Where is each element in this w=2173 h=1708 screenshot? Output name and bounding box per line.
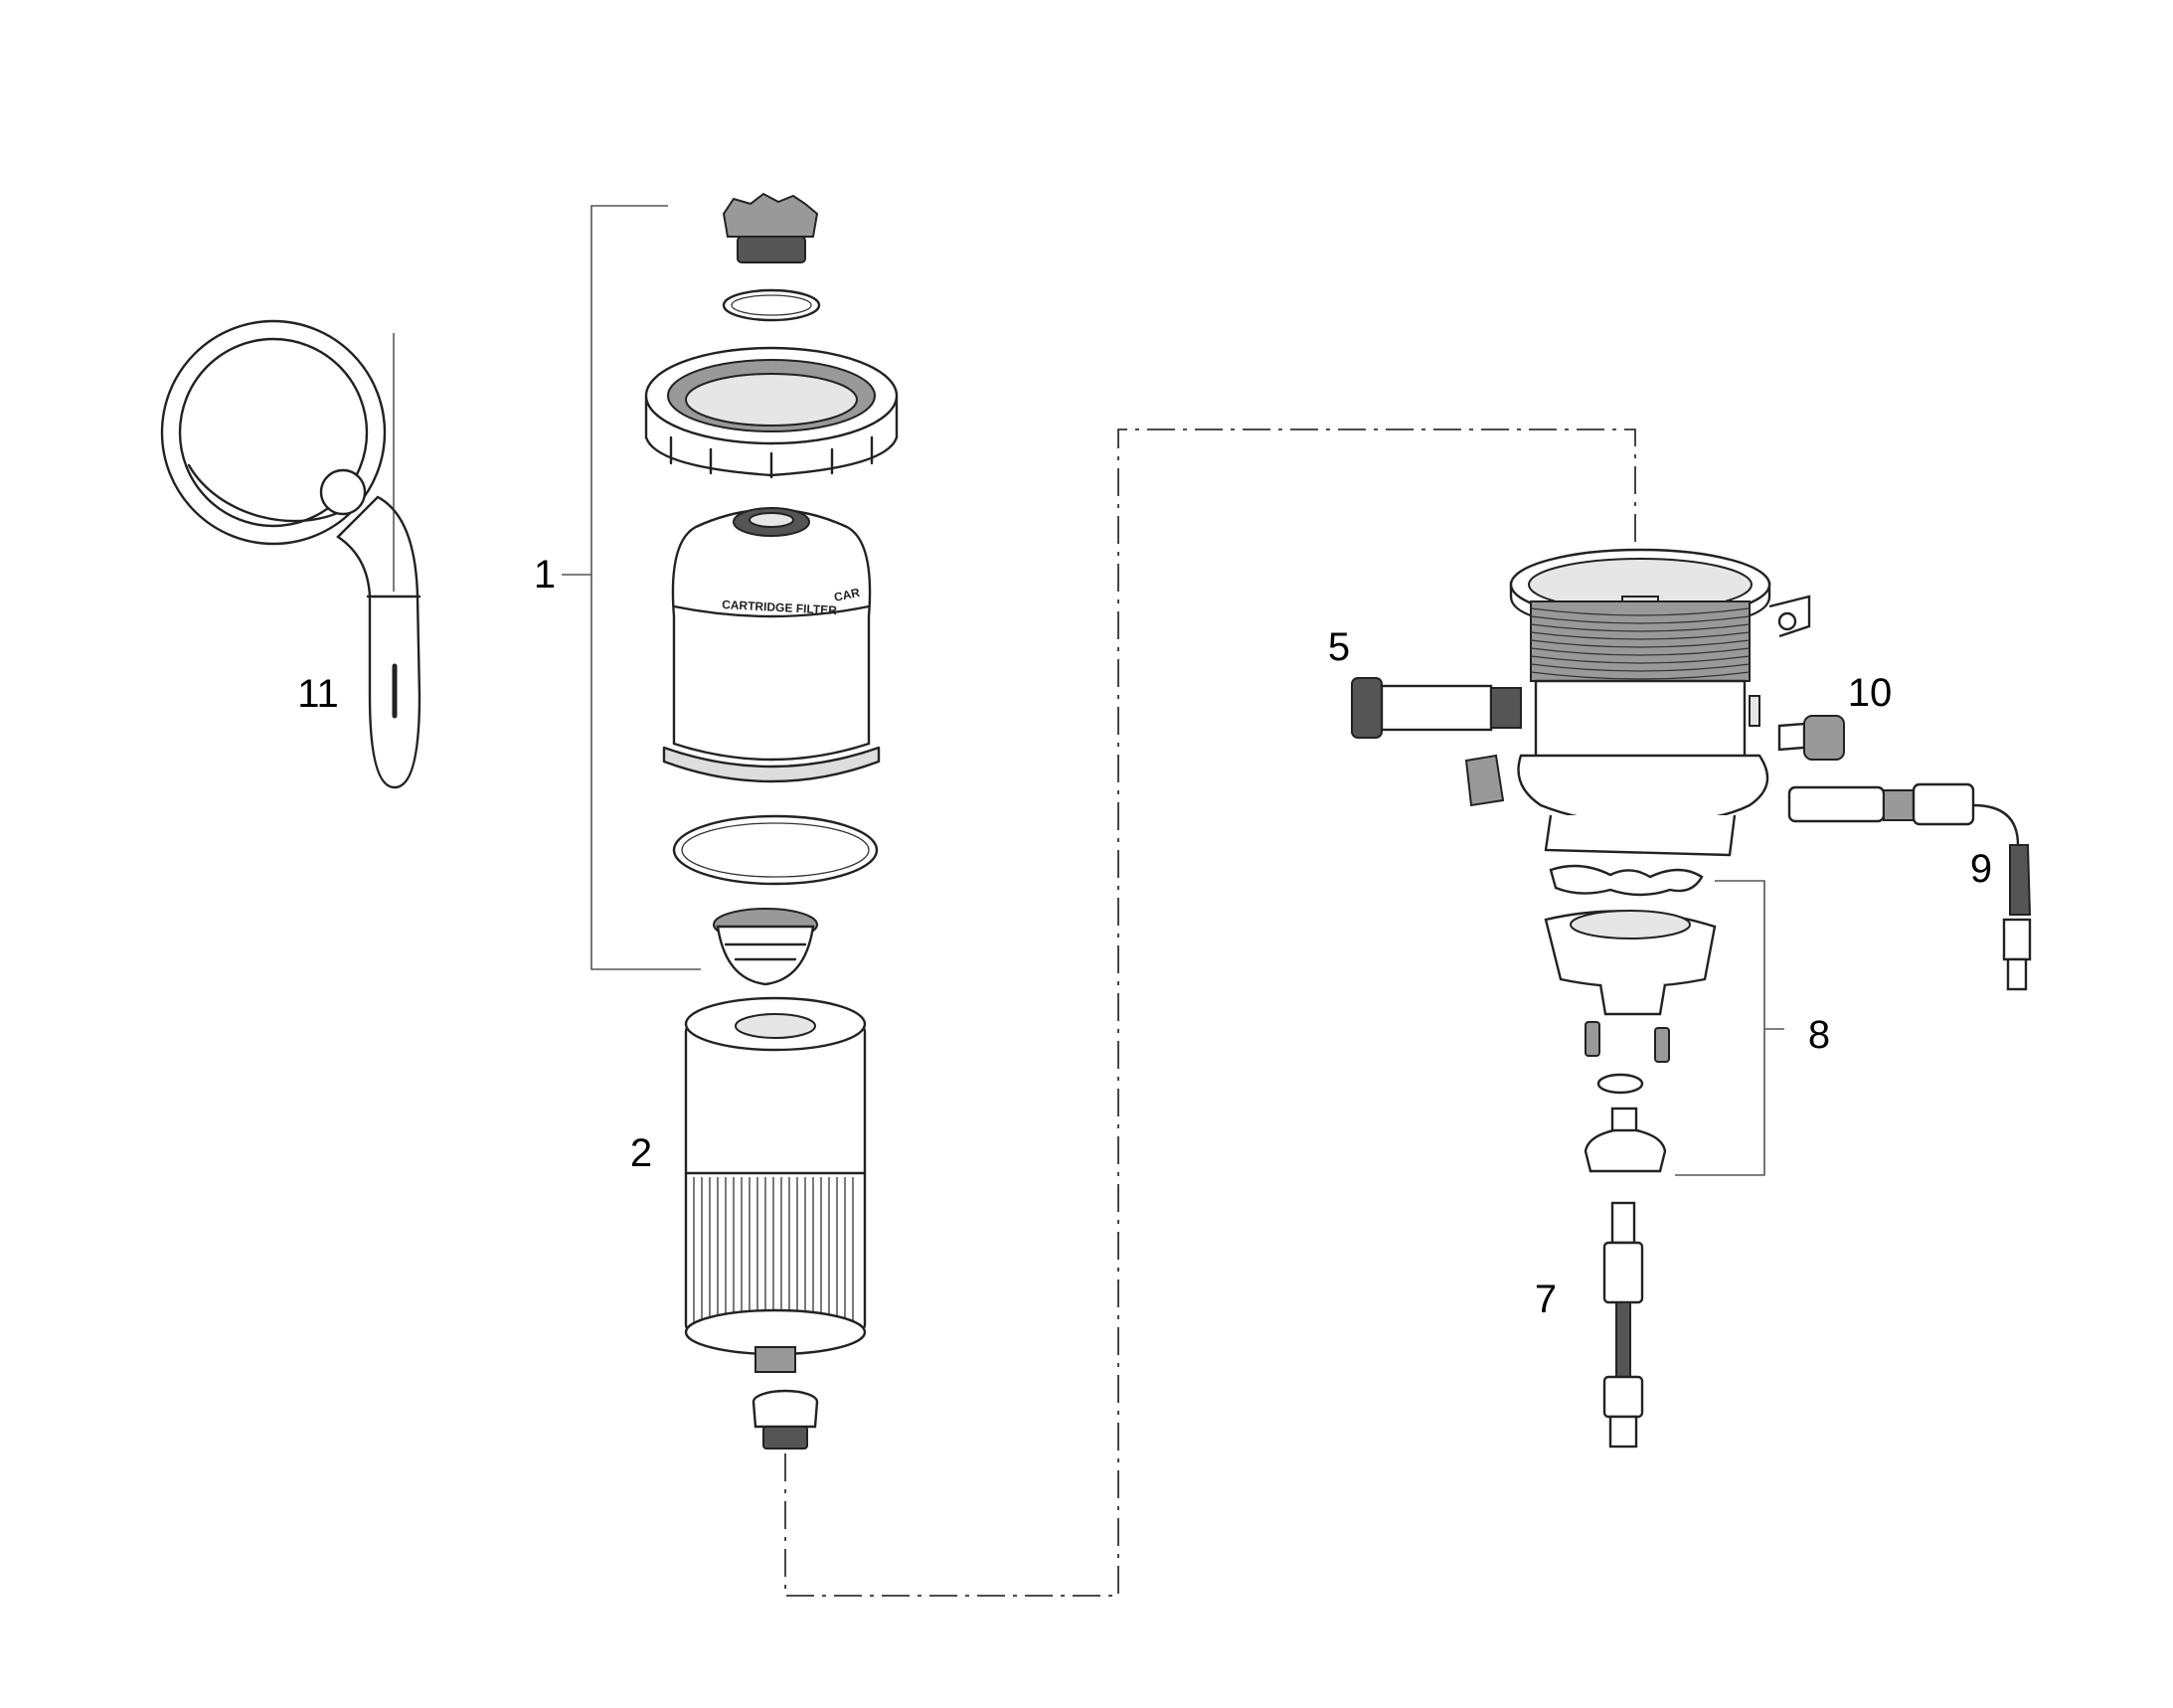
callout-2: 2 [629,1131,653,1175]
cartridge-label: CARTRIDGE FILTER [722,598,838,617]
water-sensor-part-7 [1602,1201,1644,1449]
vent-cap [722,192,819,263]
heater-part-9 [1787,782,2032,991]
collar-nut [644,346,899,479]
filter-head [1509,548,1811,857]
callout-1: 1 [533,553,557,597]
callout-5: 5 [1327,625,1351,669]
callout-9: 9 [1969,847,1993,891]
callout-7: 7 [1534,1278,1558,1321]
cartridge-side-label: CAR [833,586,862,604]
large-o-ring [672,814,879,886]
fitting-part-10 [1777,715,1845,761]
filter-wrench-part-11 [160,319,421,789]
callout-8: 8 [1807,1013,1831,1057]
drain-assembly-part-8 [1544,864,1784,1176]
callout-10: 10 [1847,671,1893,715]
connection-line [784,428,1636,1597]
callout-11: 11 [297,672,339,716]
drain-plug [752,1389,819,1450]
filter-element-part-2 [684,996,867,1373]
fitting-part-5 [1351,677,1522,807]
filter-bowl [662,507,881,783]
bracket-part-1 [562,205,701,970]
drain-adapter [713,908,818,986]
